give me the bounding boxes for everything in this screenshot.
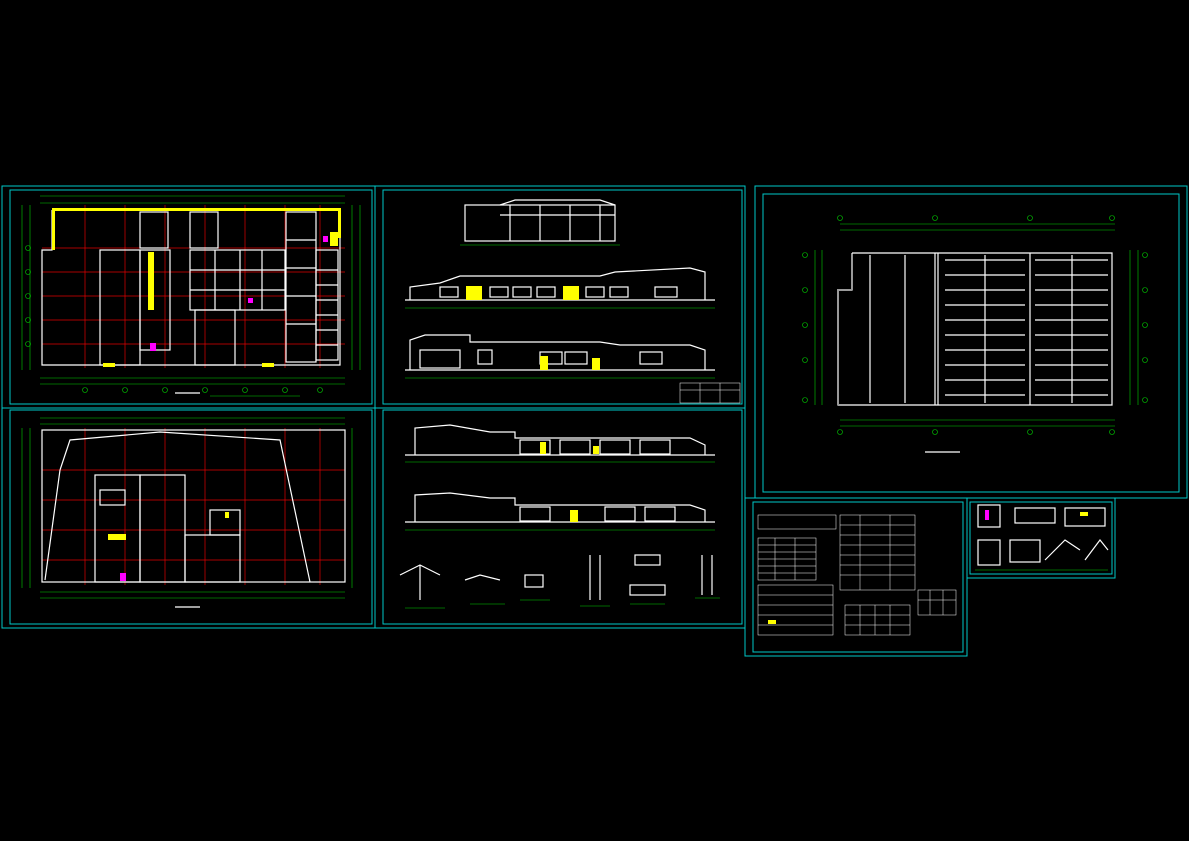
details [975,504,1109,571]
floor-plan-2 [21,417,353,608]
sheet-frames [1,185,1188,657]
schedules [757,514,957,636]
elevations-2 [399,424,720,609]
floor-plan-1 [21,195,361,397]
roof-plan [802,215,1148,453]
elevations-1 [405,199,741,404]
